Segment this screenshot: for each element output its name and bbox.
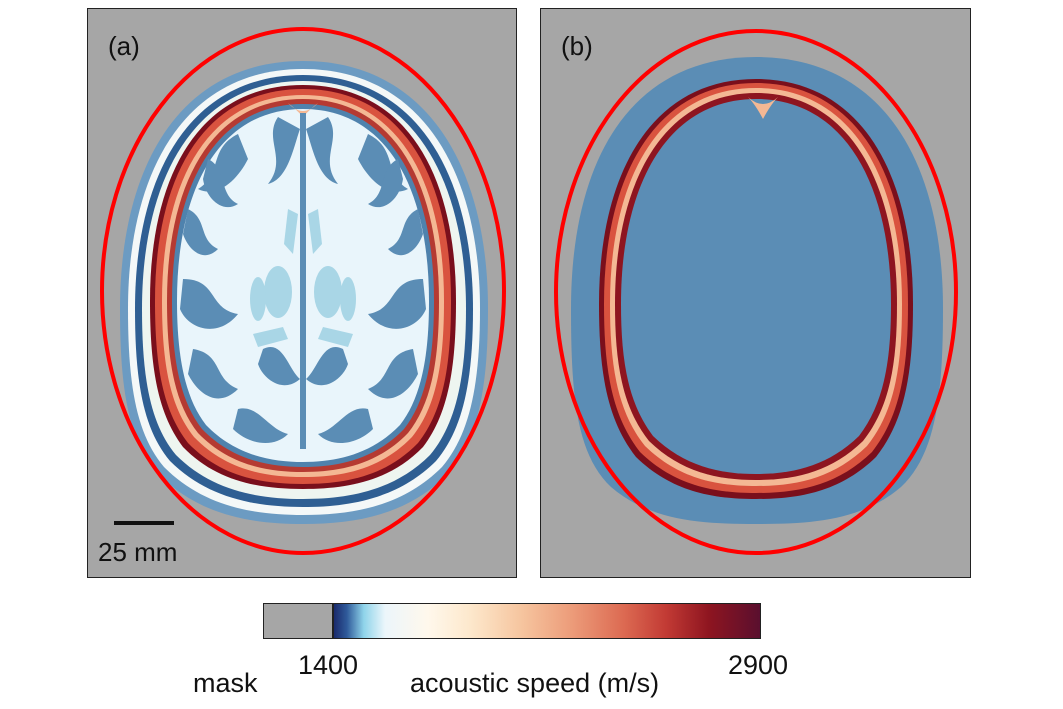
colorbar-mask-swatch — [264, 604, 334, 638]
panel-a: (a) 25 mm — [87, 8, 517, 578]
colorbar — [263, 603, 761, 639]
domain-outline — [554, 29, 958, 555]
panel-label-a: (a) — [108, 31, 140, 61]
deep-structures — [250, 209, 356, 347]
panel-label-b: (b) — [561, 31, 593, 61]
panel-b: (b) — [540, 8, 971, 578]
gray-matter — [180, 113, 426, 449]
scale-bar-label: 25 mm — [98, 537, 178, 567]
scale-bar — [114, 521, 174, 525]
falx-notch — [748, 97, 778, 119]
head-model-detailed — [100, 27, 506, 555]
brain-region — [621, 99, 891, 474]
colorbar-gradient — [334, 604, 760, 638]
domain-outline — [100, 27, 506, 555]
colorbar-title: acoustic speed (m/s) — [410, 668, 660, 698]
colorbar-mask-label: mask — [193, 668, 258, 698]
colorbar-max-label: 2900 — [728, 650, 789, 680]
head-model-simplified — [554, 29, 958, 555]
colorbar-min-label: 1400 — [298, 650, 359, 680]
